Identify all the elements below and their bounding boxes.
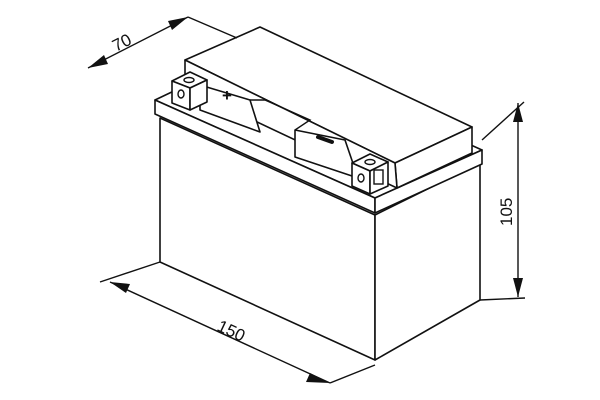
negative-terminal <box>351 153 389 195</box>
recess-edge <box>250 99 312 131</box>
positive-symbol: + <box>222 86 232 105</box>
height-label: 105 <box>497 198 516 226</box>
depth-label: 70 <box>109 30 134 56</box>
lid-rim-side <box>374 149 483 214</box>
positive-terminal <box>171 71 208 111</box>
negative-symbol-mark <box>316 135 334 144</box>
length-label: 150 <box>214 316 248 345</box>
height-dimension: 105 <box>479 101 526 301</box>
